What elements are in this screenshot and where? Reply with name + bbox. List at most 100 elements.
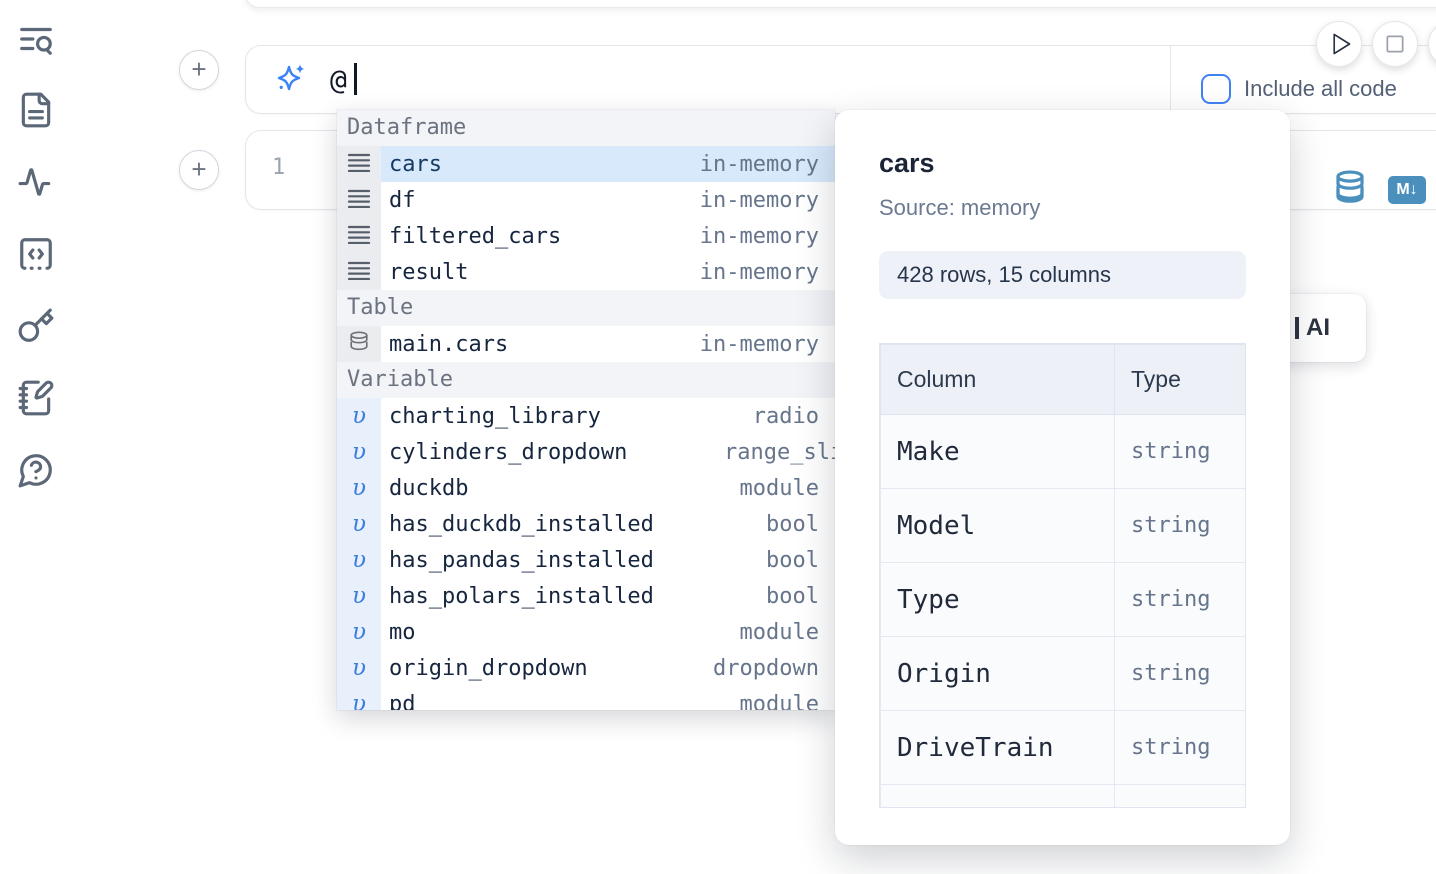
autocomplete-item[interactable]: υ pd module xyxy=(337,686,835,710)
item-type: bool xyxy=(766,547,819,573)
item-type: in-memory xyxy=(699,187,819,213)
markdown-icon[interactable]: M↓ xyxy=(1388,175,1426,204)
item-name: origin_dropdown xyxy=(389,655,588,681)
item-type: dropdown xyxy=(713,655,819,681)
autocomplete-item[interactable]: υ cylinders_dropdown range_slider xyxy=(337,434,835,470)
dataframe-preview-panel: cars Source: memory 428 rows, 15 columns… xyxy=(835,110,1290,845)
autocomplete-item[interactable]: result in-memory xyxy=(337,254,835,290)
stop-button[interactable] xyxy=(1372,21,1418,67)
column-type: string xyxy=(1114,488,1245,563)
autocomplete-item[interactable]: υ origin_dropdown dropdown xyxy=(337,650,835,686)
rows-icon xyxy=(347,260,371,285)
variable-icon: υ xyxy=(352,511,366,537)
autocomplete-item[interactable]: υ has_pandas_installed bool xyxy=(337,542,835,578)
previous-cell-edge xyxy=(245,0,1436,8)
item-type: in-memory xyxy=(699,331,819,357)
autocomplete-item[interactable]: filtered_cars in-memory xyxy=(337,218,835,254)
document-icon[interactable] xyxy=(17,91,55,129)
include-all-code-checkbox[interactable] xyxy=(1201,74,1231,104)
item-type: module xyxy=(739,691,819,711)
item-name: cylinders_dropdown xyxy=(389,439,628,465)
autocomplete-section-header: Dataframe xyxy=(337,110,835,146)
item-type: range_slider xyxy=(724,439,835,465)
column-name: Make xyxy=(880,414,1115,489)
item-type: module xyxy=(739,475,819,501)
item-type: in-memory xyxy=(699,259,819,285)
column-type: string xyxy=(1114,414,1245,489)
play-icon xyxy=(1333,33,1351,55)
variable-icon: υ xyxy=(352,691,366,710)
ai-card-label: AI xyxy=(1306,314,1330,341)
rows-icon xyxy=(347,152,371,177)
variable-icon: υ xyxy=(352,475,366,501)
column-type: string xyxy=(1114,562,1245,637)
autocomplete-item[interactable]: υ duckdb module xyxy=(337,470,835,506)
item-name: charting_library xyxy=(389,403,601,429)
help-chat-icon[interactable] xyxy=(17,451,55,489)
variable-icon: υ xyxy=(352,655,366,681)
item-name: cars xyxy=(389,151,442,177)
item-type: radio xyxy=(752,403,819,429)
database-icon[interactable] xyxy=(1334,169,1366,210)
item-type: bool xyxy=(766,511,819,537)
item-type: in-memory xyxy=(699,223,819,249)
run-button[interactable] xyxy=(1316,21,1362,67)
variable-icon: υ xyxy=(352,439,366,465)
autocomplete-item[interactable]: υ charting_library radio xyxy=(337,398,835,434)
autocomplete-section-header: Table xyxy=(337,290,835,326)
item-type: module xyxy=(739,619,819,645)
activity-icon[interactable] xyxy=(17,163,55,201)
prompt-value: @ xyxy=(330,63,347,96)
autocomplete-section-header: Variable xyxy=(337,362,835,398)
ai-prompt-input[interactable]: @ xyxy=(246,46,1171,113)
clipped-letter-fragment xyxy=(1295,317,1299,339)
column-name: Type xyxy=(880,562,1115,637)
item-name: has_polars_installed xyxy=(389,583,654,609)
column-name: DriveTrain xyxy=(880,710,1115,785)
item-name: duckdb xyxy=(389,475,469,501)
autocomplete-item[interactable]: main.cars in-memory xyxy=(337,326,835,362)
add-cell-button[interactable]: + xyxy=(179,150,219,190)
text-caret xyxy=(354,63,357,95)
ai-sparkle-icon xyxy=(274,61,308,95)
item-type: bool xyxy=(766,583,819,609)
rows-icon xyxy=(347,224,371,249)
scratchpad-icon[interactable] xyxy=(17,379,55,417)
key-icon[interactable] xyxy=(17,307,55,345)
item-name: mo xyxy=(389,619,416,645)
code-snippet-icon[interactable] xyxy=(17,235,55,273)
list-search-icon[interactable] xyxy=(17,20,55,58)
panel-source: Source: memory xyxy=(879,195,1041,220)
item-name: pd xyxy=(389,691,416,711)
variable-icon: υ xyxy=(352,403,366,429)
database-icon xyxy=(348,330,370,359)
panel-title: cars xyxy=(879,148,935,178)
line-number: 1 xyxy=(272,155,286,180)
autocomplete-item[interactable]: υ has_polars_installed bool xyxy=(337,578,835,614)
variable-icon: υ xyxy=(352,547,366,573)
variable-icon: υ xyxy=(352,619,366,645)
shape-badge: 428 rows, 15 columns xyxy=(879,251,1246,299)
ai-prompt-card: @ Include all code xyxy=(245,45,1436,114)
item-name: has_pandas_installed xyxy=(389,547,654,573)
schema-header-cell: Type xyxy=(1114,344,1245,415)
add-cell-button[interactable]: + xyxy=(179,50,219,90)
item-name: main.cars xyxy=(389,331,509,357)
item-name: result xyxy=(389,259,469,285)
schema-header-cell: Column xyxy=(880,344,1115,415)
include-all-code-label: Include all code xyxy=(1244,76,1397,101)
item-name: filtered_cars xyxy=(389,223,562,249)
variable-icon: υ xyxy=(352,583,366,609)
autocomplete-item[interactable]: υ mo module xyxy=(337,614,835,650)
